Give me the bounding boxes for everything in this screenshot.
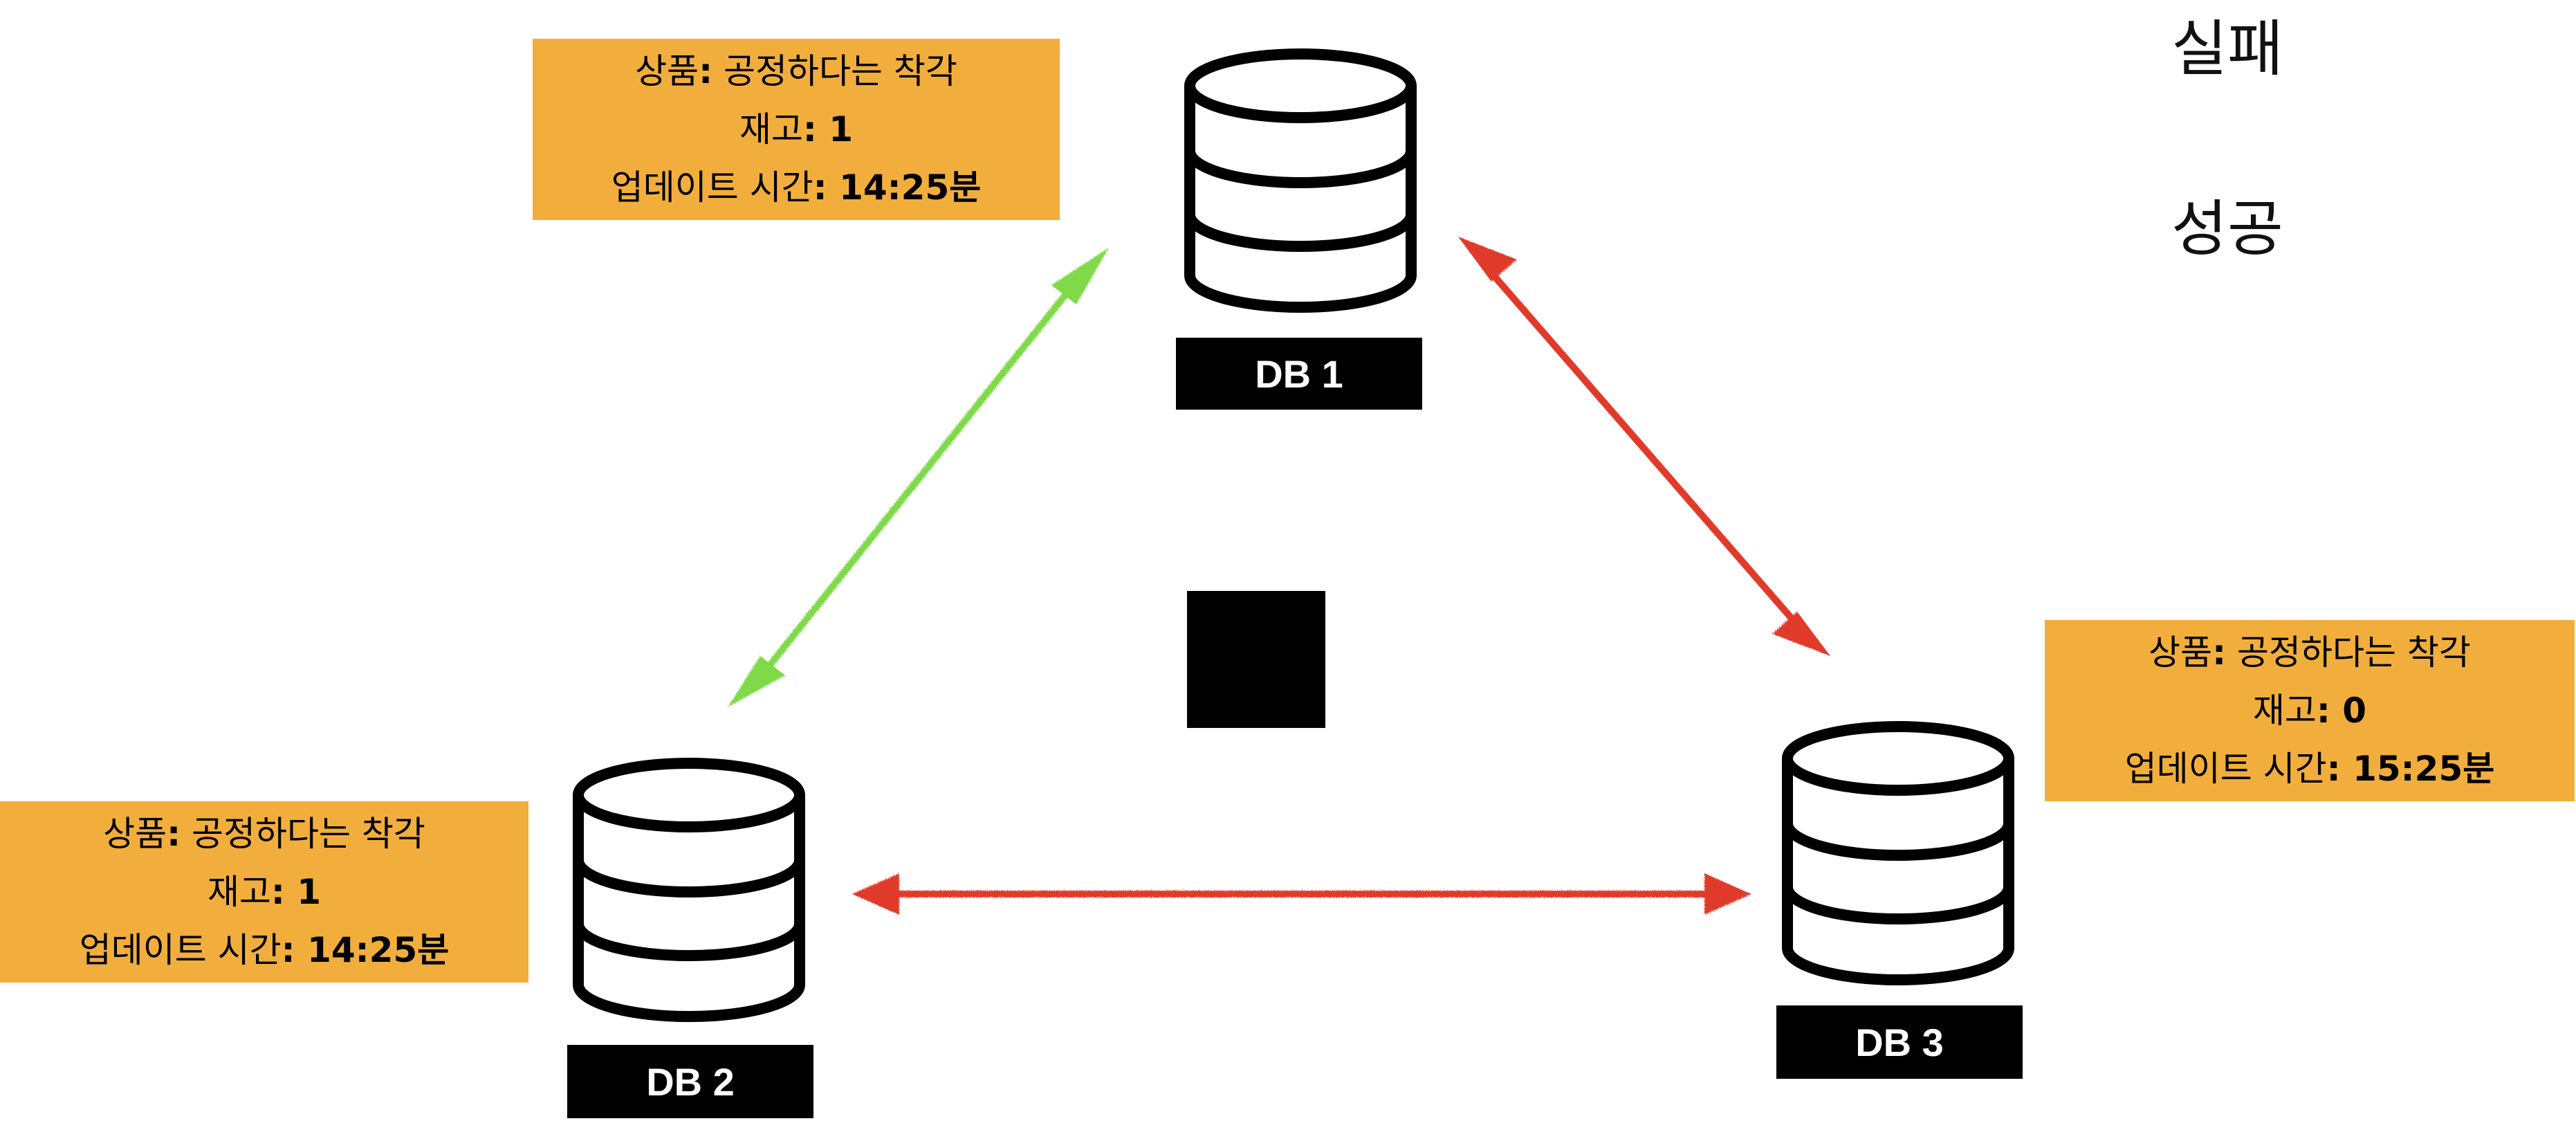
stock-value: 0 [2342, 691, 2367, 731]
stock-prefix: 재고 [207, 872, 271, 912]
arrowhead-icon [852, 873, 899, 915]
product-line: 상품: 공정하다는 착각 [103, 814, 425, 854]
legend-success-label: 성공 [2171, 193, 2283, 264]
db3-info-box: 상품: 공정하다는 착각 재고: 0 업데이트 시간: 15:25분 [2045, 620, 2575, 801]
db2-label: DB 2 [567, 1045, 813, 1118]
updated-prefix: 업데이트 시간 [2124, 749, 2327, 789]
db1-label: DB 1 [1176, 338, 1422, 410]
stock-prefix: 재고 [739, 109, 803, 149]
product-prefix: 상품 [635, 51, 699, 91]
connection-db1-db3 [1458, 237, 1830, 656]
updated-prefix: 업데이트 시간 [611, 167, 813, 208]
updated-line: 업데이트 시간: 15:25분 [2124, 749, 2495, 789]
arrowhead-icon [1458, 237, 1517, 282]
product-value: 공정하다는 착각 [724, 51, 957, 91]
stock-line: 재고: 0 [2252, 691, 2367, 731]
updated-prefix: 업데이트 시간 [79, 930, 282, 970]
database-icon [573, 758, 805, 1022]
product-value: 공정하다는 착각 [192, 814, 425, 854]
database-icon [1184, 48, 1417, 313]
updated-line: 업데이트 시간: 14:25분 [611, 167, 982, 208]
db1-info-box: 상품: 공정하다는 착각 재고: 1 업데이트 시간: 14:25분 [533, 39, 1060, 220]
database-icon [1782, 721, 2014, 985]
legend-fail-label: 실패 [2171, 13, 2283, 84]
stock-line: 재고: 1 [207, 872, 322, 912]
stock-value: 1 [297, 872, 322, 912]
stock-prefix: 재고 [2252, 691, 2317, 731]
updated-value: 14:25분 [307, 930, 450, 970]
connection-db2-db3 [852, 873, 1751, 915]
arrowhead-icon [728, 656, 785, 707]
arrowhead-icon [1051, 248, 1109, 304]
arrowhead-icon [1772, 612, 1830, 656]
connection-db1-db2 [728, 248, 1109, 707]
db3-label: DB 3 [1776, 1005, 2023, 1079]
arrowhead-icon [1704, 873, 1751, 915]
product-prefix: 상품 [103, 814, 167, 854]
product-value: 공정하다는 착각 [2237, 632, 2471, 673]
product-prefix: 상품 [2149, 632, 2213, 673]
center-square-marker [1187, 591, 1325, 728]
stock-line: 재고: 1 [739, 109, 854, 149]
updated-value: 15:25분 [2353, 749, 2495, 789]
stock-value: 1 [829, 109, 854, 149]
product-line: 상품: 공정하다는 착각 [635, 51, 957, 91]
updated-value: 14:25분 [839, 167, 982, 208]
updated-line: 업데이트 시간: 14:25분 [79, 930, 450, 970]
db2-info-box: 상품: 공정하다는 착각 재고: 1 업데이트 시간: 14:25분 [0, 801, 528, 983]
product-line: 상품: 공정하다는 착각 [2149, 632, 2471, 673]
